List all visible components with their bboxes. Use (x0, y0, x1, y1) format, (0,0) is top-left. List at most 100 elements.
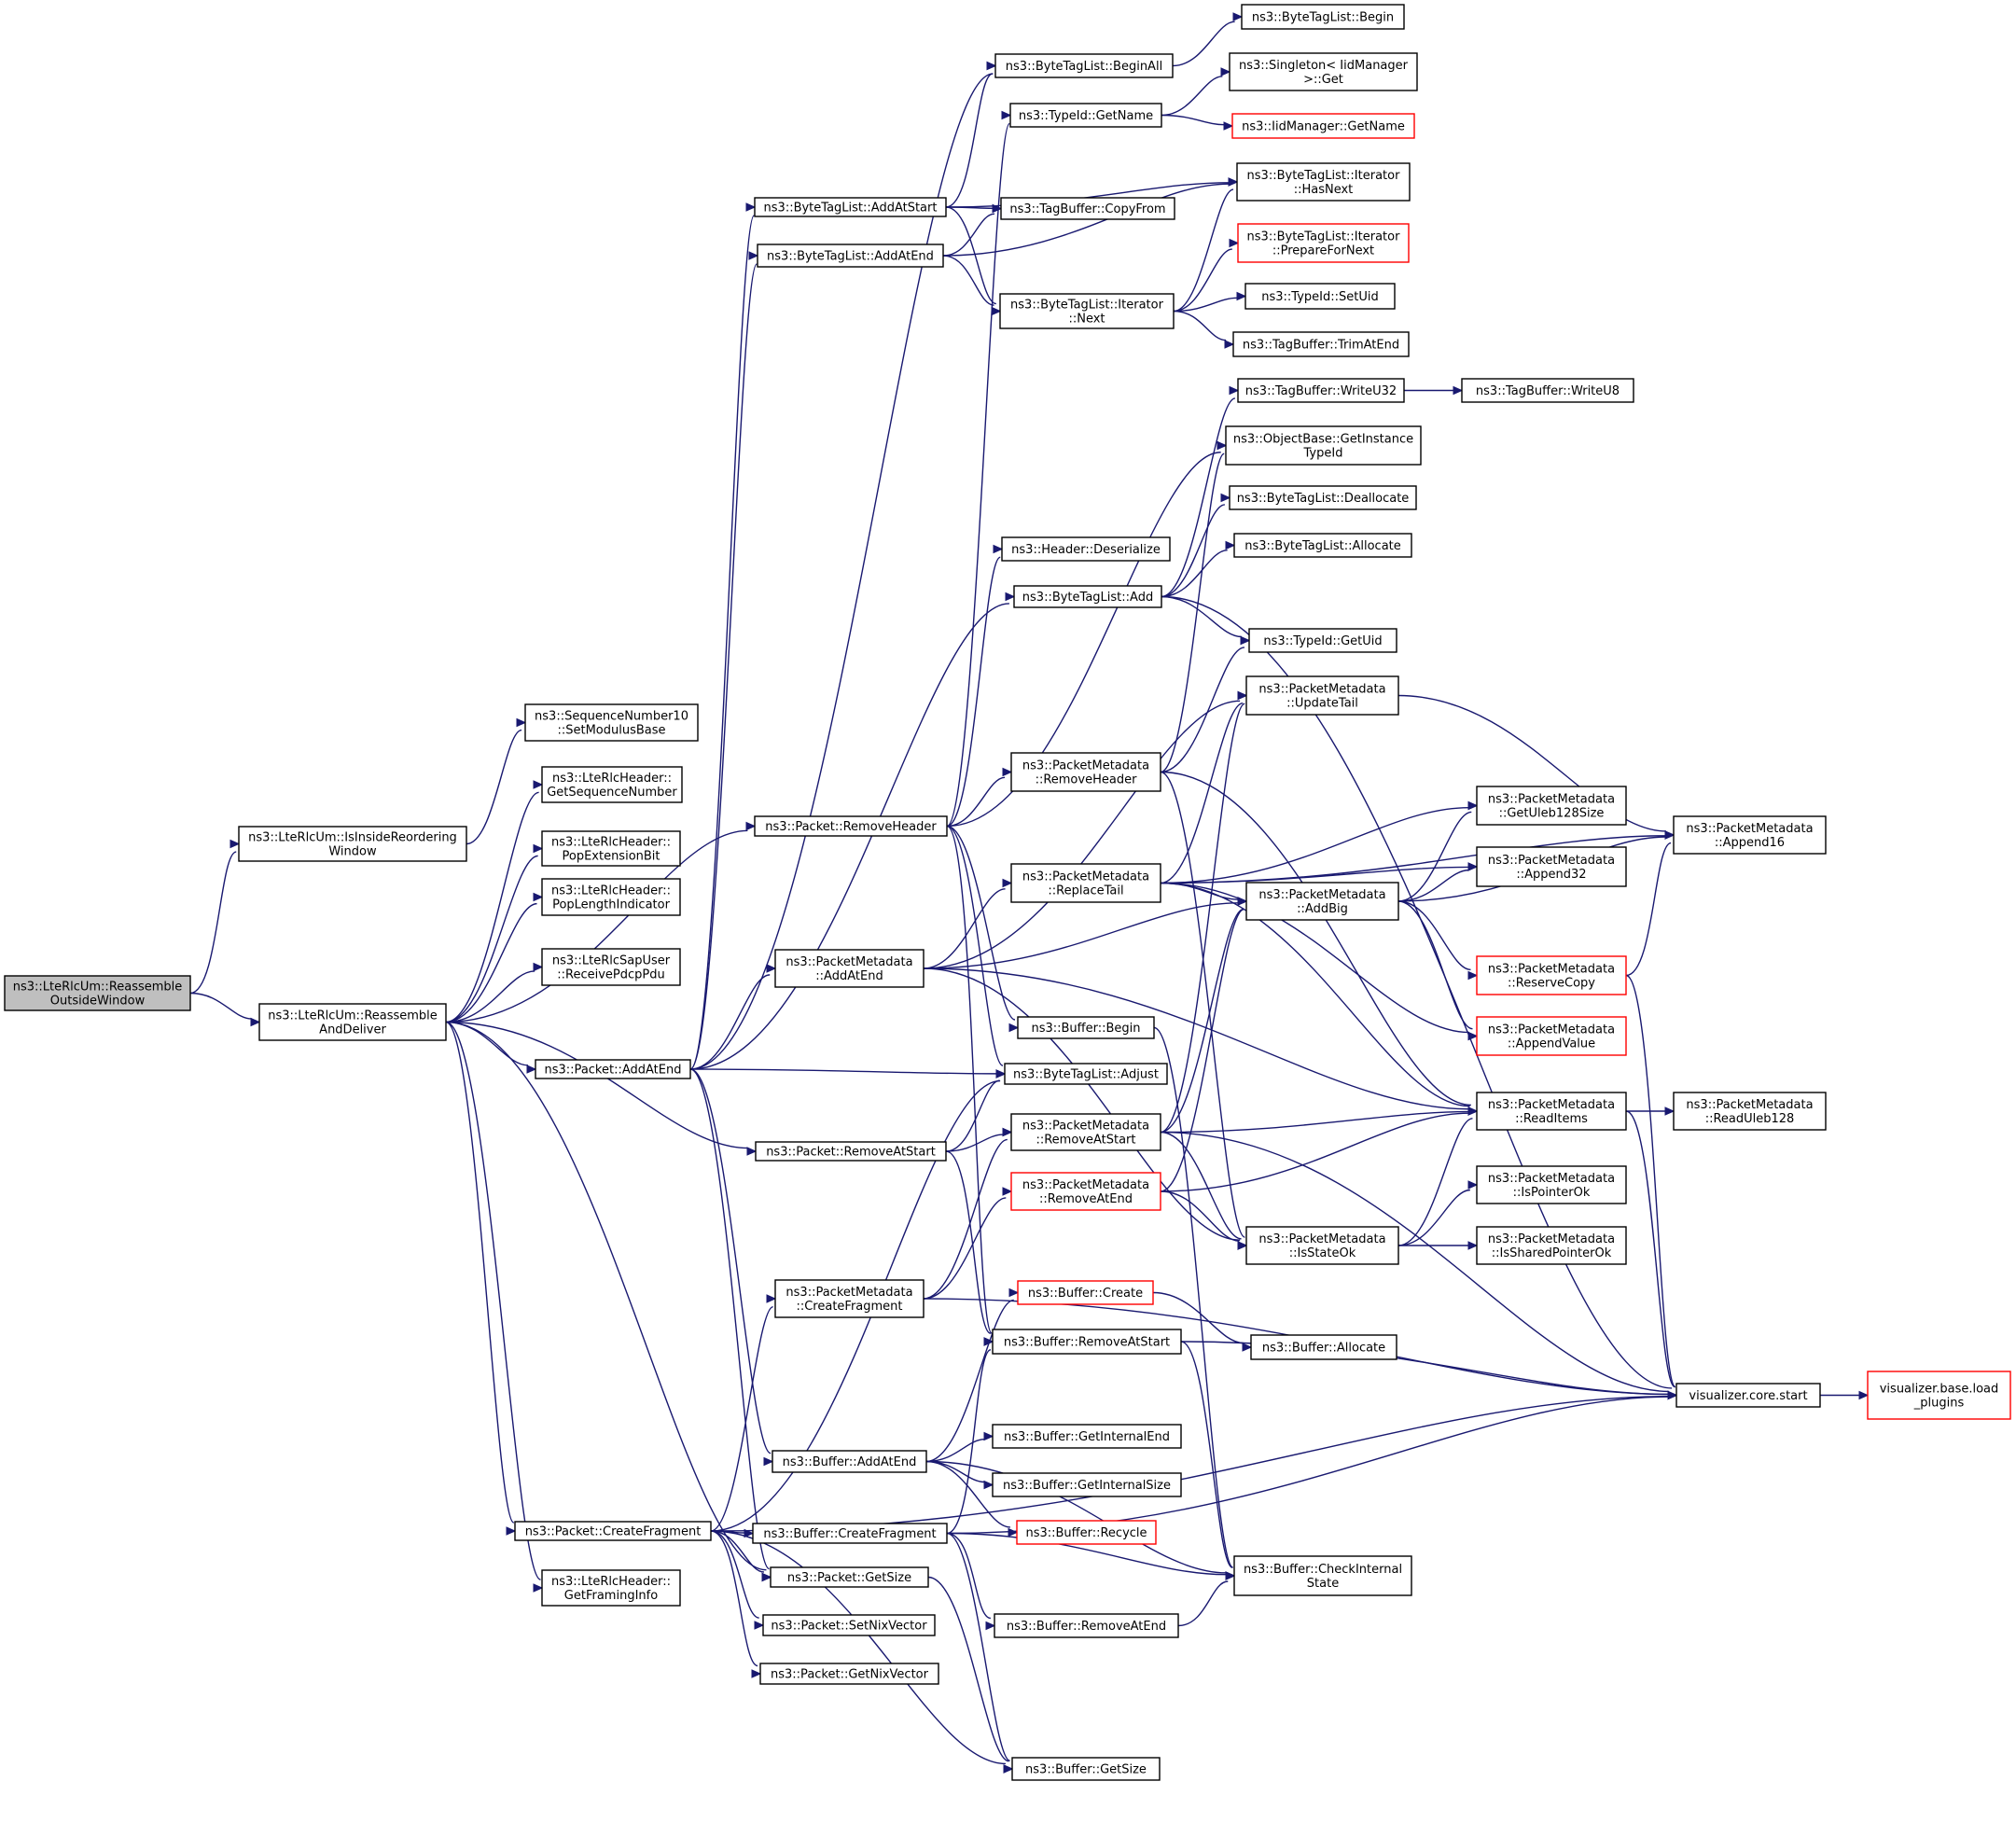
node-pmGetUleb[interactable]: ns3::PacketMetadata::GetUleb128Size (1476, 786, 1627, 826)
call-edge-pktAddAtEnd-to-btlAddAtEnd (689, 263, 758, 1070)
node-pmAppend32[interactable]: ns3::PacketMetadata::Append32 (1476, 846, 1627, 887)
node-bufAddAtEnd[interactable]: ns3::Buffer::AddAtEnd (772, 1450, 927, 1473)
node-pktGetNix[interactable]: ns3::Packet::GetNixVector (759, 1663, 939, 1685)
node-pmReserveCopy[interactable]: ns3::PacketMetadata::ReserveCopy (1476, 955, 1627, 995)
node-tbCopyFrom[interactable]: ns3::TagBuffer::CopyFrom (1000, 197, 1175, 220)
node-pktRemoveAtStart[interactable]: ns3::Packet::RemoveAtStart (755, 1141, 947, 1162)
node-btlAlloc[interactable]: ns3::ByteTagList::Allocate (1233, 533, 1412, 558)
node-btlIterHasNext[interactable]: ns3::ByteTagList::Iterator::HasNext (1236, 162, 1411, 202)
node-label: ns3::ByteTagList::Iterator (1247, 169, 1401, 183)
node-box (1233, 1555, 1412, 1596)
node-tidGetUid[interactable]: ns3::TypeId::GetUid (1248, 628, 1397, 653)
node-popLen[interactable]: ns3::LteRlcHeader::PopLengthIndicator (541, 878, 681, 916)
call-edge-pmAddAtEnd-to-pmUpdateTail (923, 700, 1241, 969)
node-pmIsSharedPtr[interactable]: ns3::PacketMetadata::IsSharedPointerOk (1476, 1226, 1627, 1265)
node-bufCreate[interactable]: ns3::Buffer::Create (1017, 1280, 1154, 1305)
node-pmReadUleb[interactable]: ns3::PacketMetadata::ReadUleb128 (1673, 1092, 1827, 1131)
node-label: ns3::Buffer::Create (1028, 1287, 1143, 1301)
node-label: ns3::TypeId::GetName (1019, 109, 1153, 123)
node-vizStart[interactable]: visualizer.core.start (1675, 1383, 1821, 1408)
node-tidGetName[interactable]: ns3::TypeId::GetName (1009, 103, 1162, 128)
call-edge-pmRemoveAtStart-to-pmReadItems (1160, 1110, 1469, 1134)
node-btlDealloc[interactable]: ns3::ByteTagList::Deallocate (1229, 485, 1417, 510)
node-hdrDeser[interactable]: ns3::Header::Deserialize (1001, 536, 1171, 562)
node-pmAddBig[interactable]: ns3::PacketMetadata::AddBig (1245, 882, 1399, 921)
node-bufGetInternalEnd[interactable]: ns3::Buffer::GetInternalEnd (992, 1424, 1182, 1449)
node-pmReplaceTail[interactable]: ns3::PacketMetadata::ReplaceTail (1010, 863, 1161, 903)
node-bufGetInternalSize[interactable]: ns3::Buffer::GetInternalSize (992, 1472, 1182, 1497)
node-box (541, 878, 681, 916)
node-getSeqNum[interactable]: ns3::LteRlcHeader::GetSequenceNumber (541, 766, 683, 803)
node-box (1229, 485, 1417, 510)
node-bufRemoveAtStart[interactable]: ns3::Buffer::RemoveAtStart (992, 1329, 1182, 1355)
node-tbTrimAtEnd[interactable]: ns3::TagBuffer::TrimAtEnd (1232, 331, 1410, 357)
node-pktSetNix[interactable]: ns3::Packet::SetNixVector (762, 1614, 936, 1636)
arrow-head-icon (533, 780, 544, 789)
node-vizLoad[interactable]: visualizer.base.load_plugins (1867, 1371, 2011, 1420)
node-setModulus[interactable]: ns3::SequenceNumber10::SetModulusBase (524, 703, 699, 742)
node-bufGetSize[interactable]: ns3::Buffer::GetSize (1011, 1757, 1161, 1781)
node-btlIterNext[interactable]: ns3::ByteTagList::Iterator::Next (999, 293, 1175, 329)
node-singletonGet[interactable]: ns3::Singleton< IidManager >::Get (1229, 52, 1418, 91)
node-label: ns3::PacketMetadata (1022, 759, 1149, 773)
node-pmRemoveHeader[interactable]: ns3::PacketMetadata::RemoveHeader (1010, 752, 1161, 792)
node-label: ns3::PacketMetadata (1258, 888, 1385, 902)
node-pktGetSize[interactable]: ns3::Packet::GetSize (770, 1566, 929, 1588)
node-pmReadItems[interactable]: ns3::PacketMetadata::ReadItems (1476, 1092, 1627, 1131)
node-bufBegin[interactable]: ns3::Buffer::Begin (1017, 1016, 1155, 1039)
arrow-head-icon (1664, 1106, 1675, 1116)
node-getFraming[interactable]: ns3::LteRlcHeader::GetFramingInfo (541, 1569, 681, 1607)
node-box (1476, 1165, 1627, 1204)
node-btlAdjust[interactable]: ns3::ByteTagList::Adjust (1004, 1063, 1168, 1085)
node-btlAdd[interactable]: ns3::ByteTagList::Add (1013, 585, 1162, 608)
arrow-head-icon (1001, 110, 1012, 120)
node-pmIsStateOk[interactable]: ns3::PacketMetadata::IsStateOk (1245, 1226, 1399, 1265)
node-pktCreateFrag[interactable]: ns3::Packet::CreateFragment (514, 1521, 712, 1541)
node-pmCreateFrag[interactable]: ns3::PacketMetadata::CreateFragment (774, 1279, 925, 1318)
call-edge-pktAddAtEnd-to-btlBeginAll (689, 73, 994, 1070)
node-pmAppendValue[interactable]: ns3::PacketMetadata::AppendValue (1476, 1016, 1627, 1056)
node-pktRemoveHeader[interactable]: ns3::Packet::RemoveHeader (754, 815, 948, 837)
node-label: GetSequenceNumber (547, 786, 677, 800)
call-edge-reasDeliver-to-pktAddAtEnd (445, 1021, 529, 1066)
node-btlBeginAll[interactable]: ns3::ByteTagList::BeginAll (994, 53, 1174, 78)
arrow-head-icon (1237, 897, 1248, 906)
node-popExt[interactable]: ns3::LteRlcHeader::PopExtensionBit (541, 830, 681, 867)
node-label: ::AddBig (1297, 902, 1348, 916)
node-pktAddAtEnd[interactable]: ns3::Packet::AddAtEnd (535, 1059, 691, 1079)
call-edge-pktAddAtEnd-to-pmAddAtEnd (689, 974, 771, 1070)
arrow-head-icon (748, 251, 759, 260)
node-tidSetUid[interactable]: ns3::TypeId::SetUid (1244, 283, 1396, 310)
arrow-head-icon (993, 544, 1004, 554)
node-pmRemoveAtStart[interactable]: ns3::PacketMetadata::RemoveAtStart (1010, 1113, 1161, 1151)
node-pmUpdateTail[interactable]: ns3::PacketMetadata::UpdateTail (1245, 675, 1399, 716)
node-bufCreateFrag[interactable]: ns3::Buffer::CreateFragment (752, 1523, 948, 1544)
call-edge-pmRemoveAtStart-to-pmUpdateTail (1160, 703, 1245, 1134)
node-pmRemoveAtEnd[interactable]: ns3::PacketMetadata::RemoveAtEnd (1010, 1172, 1161, 1211)
node-btlIterPrep[interactable]: ns3::ByteTagList::Iterator::PrepareForNe… (1237, 223, 1410, 263)
node-tbWriteU8[interactable]: ns3::TagBuffer::WriteU8 (1461, 378, 1634, 403)
node-pmAppend16[interactable]: ns3::PacketMetadata::Append16 (1673, 815, 1827, 855)
node-pmIsPointerOk[interactable]: ns3::PacketMetadata::IsPointerOk (1476, 1165, 1627, 1204)
node-iidGetName[interactable]: ns3::IidManager::GetName (1231, 113, 1415, 139)
node-label: ns3::ByteTagList::Add (1022, 591, 1153, 605)
node-btlAddAtEnd[interactable]: ns3::ByteTagList::AddAtEnd (757, 244, 944, 268)
node-pmAddAtEnd[interactable]: ns3::PacketMetadata::AddAtEnd (774, 949, 925, 988)
node-bufAllocate[interactable]: ns3::Buffer::Allocate (1250, 1334, 1397, 1360)
node-btlAddAtStart[interactable]: ns3::ByteTagList::AddAtStart (754, 197, 947, 217)
arrow-head-icon (1232, 12, 1244, 21)
node-bufRecycle[interactable]: ns3::Buffer::Recycle (1016, 1520, 1157, 1545)
node-box (541, 830, 681, 867)
node-label: ns3::LteRlcHeader:: (552, 772, 672, 786)
node-btlBegin[interactable]: ns3::ByteTagList::Begin (1241, 4, 1405, 30)
node-recvPdcp[interactable]: ns3::LteRlcSapUser::ReceivePdcpPdu (541, 948, 681, 986)
node-bufRemoveAtEnd[interactable]: ns3::Buffer::RemoveAtEnd (994, 1613, 1179, 1638)
call-edge-pmIsStateOk-to-pmReadItems (1397, 1118, 1473, 1246)
node-tbWriteU32[interactable]: ns3::TagBuffer::WriteU32 (1237, 378, 1405, 403)
node-label: GetFramingInfo (564, 1589, 658, 1603)
